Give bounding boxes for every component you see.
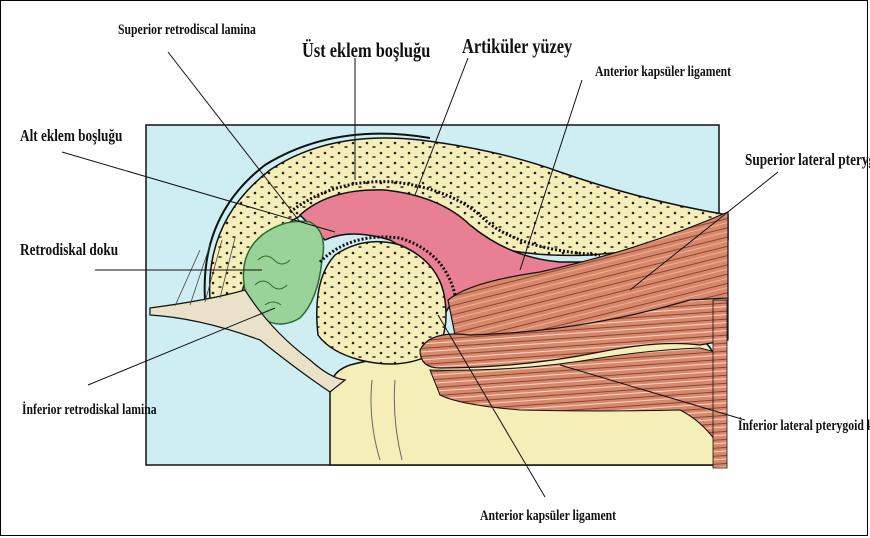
label-artikuler-yuzey: Artiküler yüzey [462, 34, 572, 59]
muscle-end-stripes [713, 300, 727, 468]
label-alt-eklem-boslugu: Alt eklem boşluğu [20, 126, 122, 146]
label-inferior-lateral-pterygoid-kas: İnferior lateral pterygoid kas [738, 418, 870, 435]
label-superior-retrodiscal-lamina: Superior retrodiscal lamina [118, 22, 256, 39]
label-anterior-kapsuler-ligament-bottom: Anterior kapsüler ligament [480, 508, 616, 525]
label-retrodiskal-doku: Retrodiskal doku [20, 240, 118, 260]
label-anterior-kapsuler-ligament-top: Anterior kapsüler ligament [595, 64, 731, 81]
label-superior-lateral-pterygoid: Superior lateral pterygoid [745, 150, 870, 170]
label-ust-eklem-boslugu: Üst eklem boşluğu [302, 38, 430, 63]
label-inferior-retrodiskal-lamina: İnferior retrodiskal lamina [22, 402, 157, 419]
